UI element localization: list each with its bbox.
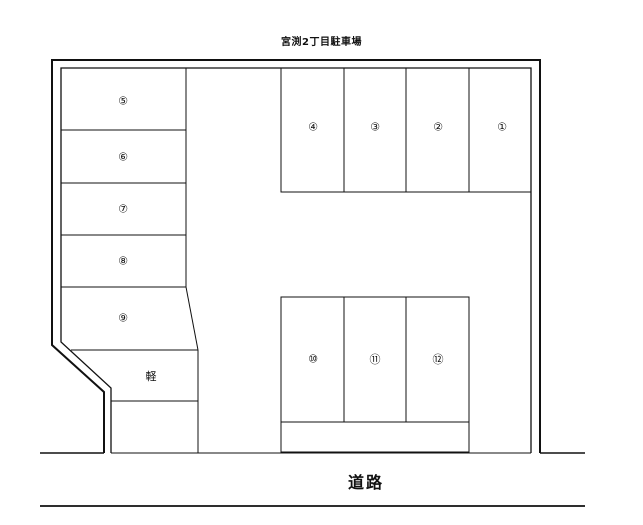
space-label-10: ⑩	[308, 352, 318, 366]
space-label-kei: 軽	[145, 370, 157, 383]
space-label-2: ②	[433, 120, 443, 134]
space-label-5: ⑤	[118, 94, 128, 108]
space-label-4: ④	[308, 120, 318, 134]
space-label-12: ⑫	[432, 353, 444, 366]
bottom-space-grid	[280, 296, 470, 453]
page-title: 宮渕2丁目駐車場	[281, 37, 362, 48]
space-label-3: ③	[370, 120, 380, 134]
space-label-11: ⑪	[369, 353, 381, 366]
outer-wall	[51, 59, 541, 453]
space-label-6: ⑥	[118, 150, 128, 164]
space-label-1: ①	[497, 120, 507, 134]
space-label-8: ⑧	[118, 254, 128, 268]
space-label-9: ⑨	[118, 311, 128, 325]
top-right-space-grid	[280, 68, 531, 193]
road-label: 道路	[347, 473, 385, 492]
left-space-grid	[61, 68, 199, 453]
road-edges	[40, 452, 585, 507]
space-label-7: ⑦	[118, 202, 128, 216]
